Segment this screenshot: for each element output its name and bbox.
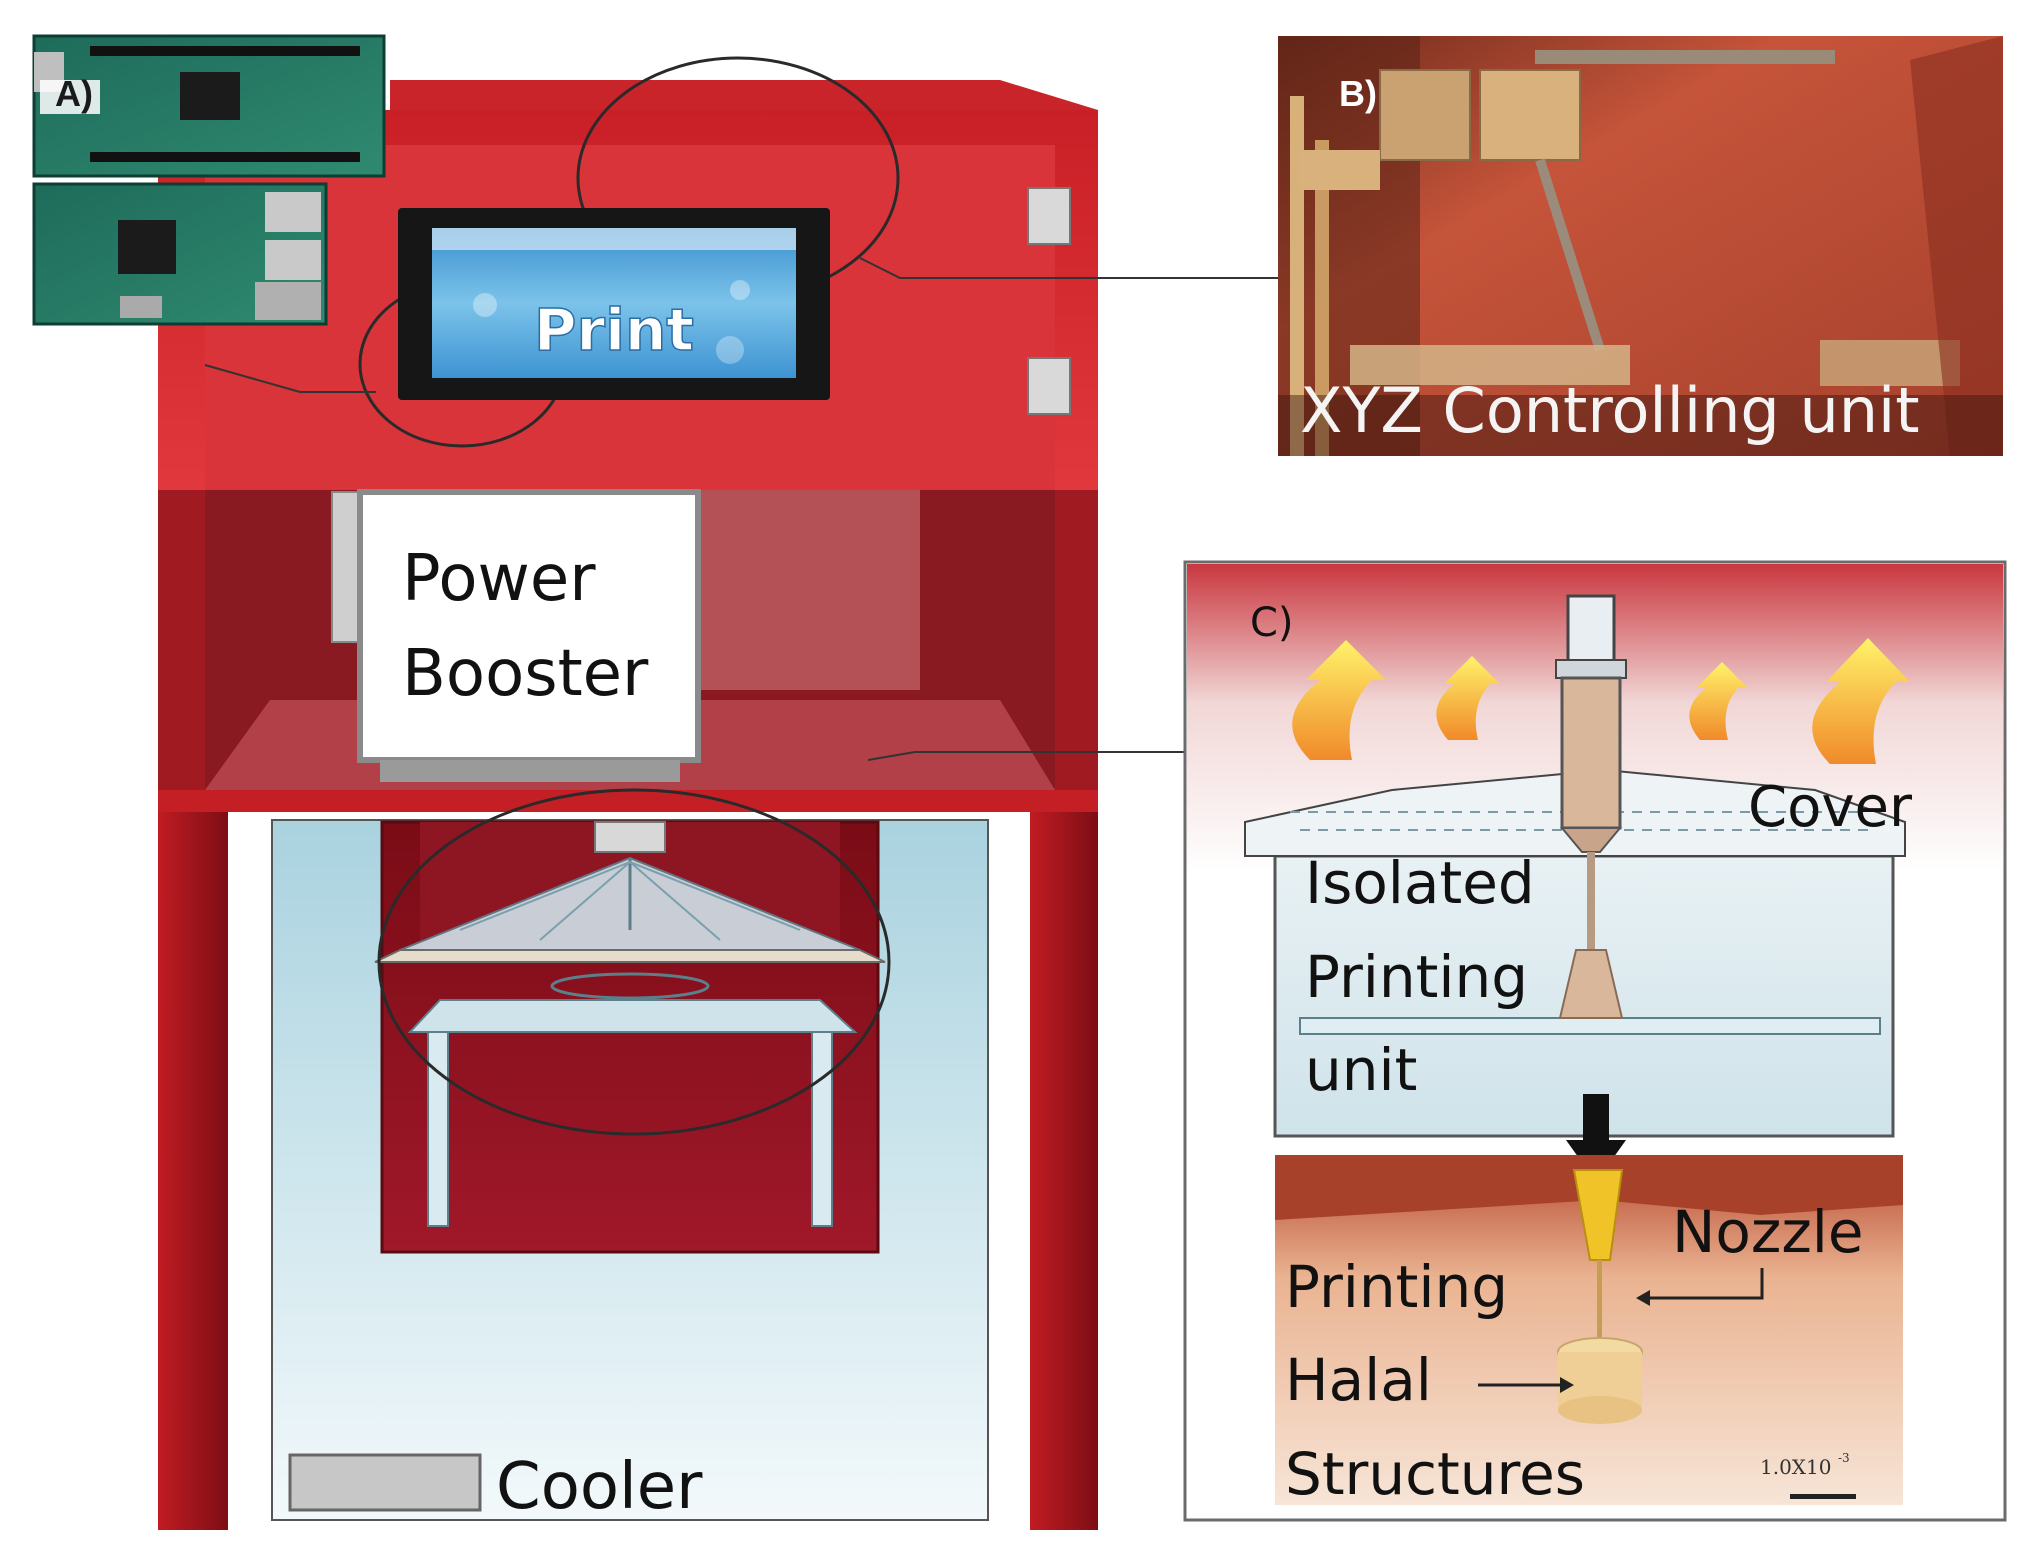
tag-a-backing [40, 80, 100, 114]
heat-arrow-3 [1689, 662, 1748, 740]
heat-arrow-4 [1812, 638, 1910, 764]
cooler-label: Cooler [496, 1450, 703, 1524]
panel-b-photo: B) XYZ Controlling unit [1278, 36, 2003, 456]
header-pins-bottom [90, 152, 360, 162]
side-button-bottom [1027, 357, 1071, 415]
nozzle-label: Nozzle [1672, 1198, 1864, 1266]
down-arrow-shaft [1583, 1094, 1609, 1140]
structure-pointer-head [1560, 1377, 1574, 1393]
caption-shade [1278, 395, 2003, 456]
printed-structure [1558, 949, 1624, 1019]
screen-bubble [730, 280, 750, 300]
pi-chip [118, 220, 176, 274]
syringe-barrel [1560, 676, 1622, 830]
print-table [407, 999, 858, 1033]
right-leg [1030, 810, 1098, 1530]
power-label: Power [402, 542, 596, 616]
cover-label: Cover [1748, 775, 1913, 840]
scale-label: 1.0X10 [1760, 1455, 1832, 1479]
carriage-2 [1379, 69, 1471, 161]
screen-bubble [473, 293, 497, 317]
heat-arrow-2 [1436, 656, 1500, 740]
header-pins-top [90, 46, 360, 56]
panel-c-tag: C) [1250, 600, 1294, 646]
arduino-chip [180, 72, 240, 120]
z-rod [1535, 158, 1605, 352]
booster-base [380, 760, 680, 782]
pi-hdmi [120, 296, 162, 318]
middle-chamber-wall [700, 490, 920, 690]
power-booster: Power Booster [331, 489, 701, 782]
screen-print-text: Print [534, 296, 694, 364]
lcd-display [432, 228, 796, 378]
syringe-tip [1559, 827, 1623, 853]
photo-b-right-wall [1910, 36, 2003, 456]
carriage [1479, 69, 1581, 161]
unit-label: unit [1305, 1036, 1417, 1104]
carriage-3 [1300, 150, 1380, 190]
bed-front [1350, 345, 1630, 385]
tent-rib [539, 861, 631, 941]
syringe-plunger [1566, 594, 1616, 668]
lcd-screen: Print [398, 208, 830, 400]
cooler-unit [288, 1453, 482, 1512]
halal-label: Halal [1285, 1346, 1432, 1414]
highlight-circle-print [377, 788, 891, 1136]
booster-label: Booster [402, 637, 649, 711]
side-button-top [1027, 187, 1071, 245]
lcd-title-bar [432, 228, 796, 250]
heat-arrow-1 [1292, 640, 1386, 760]
panel-b-tag: B) [1339, 73, 1377, 114]
tent-rib [629, 861, 801, 931]
leader-line-c [867, 751, 1185, 761]
print-ring [550, 972, 710, 1000]
panel-a-tag: A) [55, 73, 93, 114]
tent-rib [459, 861, 631, 931]
screen-bubble [716, 336, 744, 364]
printed-cylinder-base [1558, 1396, 1642, 1424]
scale-exponent: -3 [1838, 1451, 1850, 1465]
table-leg-left [427, 1031, 449, 1227]
photo-nozzle [1572, 1169, 1624, 1261]
panel-c: C) Cover Isolated Printing unit [1183, 560, 2007, 1522]
nozzle-head [594, 821, 666, 853]
bed-right [1820, 340, 1960, 386]
nozzle-pointer [1650, 1268, 1764, 1300]
nozzle-pointer-head [1636, 1290, 1650, 1306]
printing-structures-label: Printing [1285, 1253, 1508, 1321]
photo-needle [1597, 1260, 1602, 1340]
rail-top [1535, 50, 1835, 64]
table-leg-right [811, 1031, 833, 1227]
booster-box [357, 489, 701, 763]
cabinet-crossbar [158, 790, 1098, 812]
rail-left-2 [1315, 140, 1329, 456]
printing-label: Printing [1305, 943, 1528, 1011]
pi-usb-mid [265, 240, 321, 280]
isolated-label: Isolated [1305, 849, 1535, 917]
electronics-boards: A) [32, 34, 386, 326]
syringe-flange [1555, 659, 1627, 679]
pi-usb-top [265, 192, 321, 232]
xyz-caption: XYZ Controlling unit [1300, 374, 1920, 447]
syringe-needle [1587, 852, 1595, 952]
chamber-plate [1299, 1017, 1881, 1035]
deck-plate [374, 949, 886, 963]
left-leg [158, 810, 228, 1530]
pi-ethernet [255, 282, 321, 320]
leader-line-b [859, 257, 1280, 279]
leader-line-a [204, 364, 376, 393]
scale-bar [1790, 1494, 1856, 1499]
tent-rib [629, 861, 721, 941]
structures-label: Structures [1285, 1440, 1585, 1508]
heat-arrows [1292, 638, 1910, 764]
